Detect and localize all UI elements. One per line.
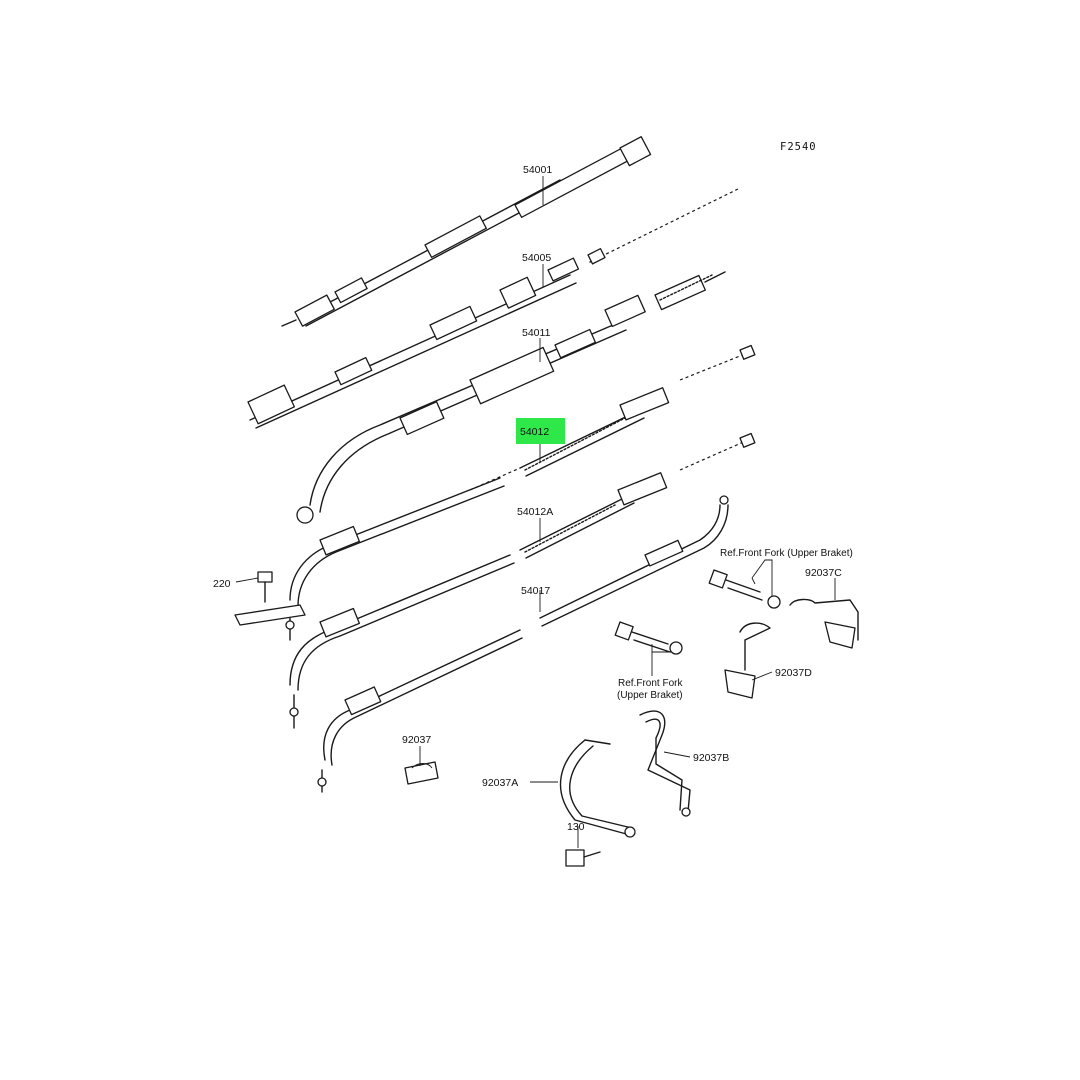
cable-54001[interactable]	[281, 136, 652, 327]
spring-54012A	[524, 504, 616, 553]
bracket-92037B[interactable]	[639, 710, 691, 817]
front-fork-bolt-lower[interactable]	[614, 621, 683, 655]
front-fork-bolt-upper[interactable]	[708, 569, 781, 609]
ref-front-fork-upper: Ref.Front Fork (Upper Braket)	[720, 548, 853, 559]
label-54005: 54005	[522, 252, 551, 264]
label-54011: 54011	[522, 327, 551, 339]
label-220: 220	[213, 578, 231, 590]
figure-code: F2540	[780, 141, 817, 153]
clamp-92037[interactable]	[404, 761, 439, 785]
label-54001: 54001	[523, 164, 552, 176]
clamp-92037D[interactable]	[724, 622, 771, 699]
cable-54011[interactable]	[296, 271, 726, 524]
cable-54012A[interactable]	[289, 432, 756, 691]
label-92037: 92037	[402, 734, 431, 746]
spring-54012	[524, 417, 626, 471]
cable-54017[interactable]	[323, 495, 729, 766]
label-92037C: 92037C	[805, 567, 842, 579]
spring-54005	[659, 274, 713, 301]
bracket-92037A[interactable]	[559, 739, 636, 838]
ref-front-fork-lower-line2: (Upper Braket)	[617, 690, 683, 701]
label-54017: 54017	[521, 585, 550, 597]
leaders	[235, 176, 836, 848]
cable-54012[interactable]	[289, 344, 756, 607]
label-92037D: 92037D	[775, 667, 812, 679]
clamp-92037C[interactable]	[789, 598, 859, 649]
highlight-54012	[516, 418, 565, 444]
cable-inner-54001[interactable]	[587, 187, 741, 265]
cable-end-fittings	[285, 609, 327, 793]
bolt-220[interactable]	[234, 571, 306, 626]
label-92037A: 92037A	[482, 777, 518, 789]
ref-front-fork-lower-line1: Ref.Front Fork	[618, 678, 683, 689]
label-130: 130	[567, 821, 585, 833]
label-54012A: 54012A	[517, 506, 553, 518]
cable-54005[interactable]	[247, 257, 580, 429]
label-54012[interactable]: 54012	[520, 426, 549, 438]
bolt-130[interactable]	[565, 849, 601, 867]
label-92037B: 92037B	[693, 752, 729, 764]
